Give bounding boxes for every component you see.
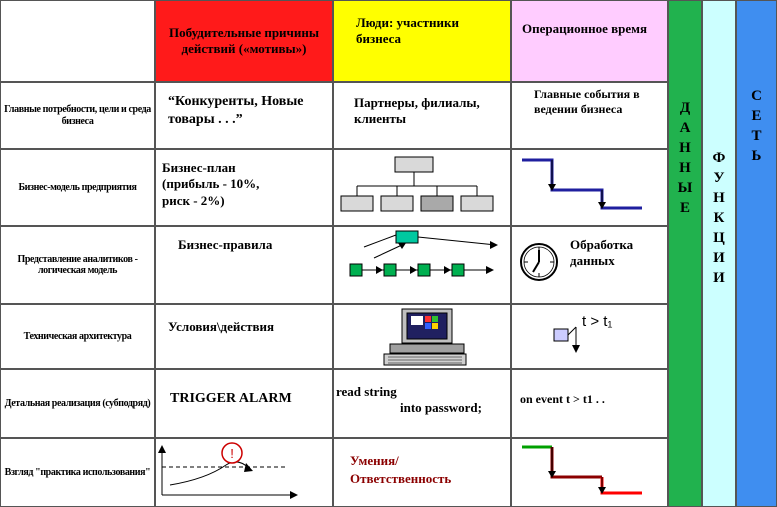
org-chart-diagram <box>340 156 494 212</box>
time-condition-text: t > t₁ <box>582 313 613 330</box>
functions-letter: Ц <box>713 229 725 246</box>
cell-business-model-people <box>333 149 511 226</box>
into-password-text: into password; <box>400 400 482 415</box>
data-letter: Е <box>679 199 690 216</box>
functions-letter: И <box>713 269 725 286</box>
cell-scope-motivation: “Конкуренты, Новые товары . . .” <box>155 82 333 149</box>
org-root-box <box>394 156 434 173</box>
timeline-diagram-colored <box>522 445 642 495</box>
network-letter: Ь <box>751 147 762 164</box>
cell-detailed-time: on event t > t1 . . <box>511 369 668 438</box>
data-letter: А <box>679 119 691 136</box>
data-letter: Ы <box>677 179 693 196</box>
cell-logical-motivation: Бизнес-правила <box>155 226 333 304</box>
on-event-text: on event t > t1 . . <box>520 392 605 406</box>
svg-text:!: ! <box>230 446 234 461</box>
trigger-alarm-text: TRIGGER ALARM <box>170 391 292 406</box>
data-letter: Н <box>679 159 691 176</box>
row-header-logical-model: Представление аналитиков - логическая мо… <box>0 226 155 304</box>
cell-tech-time: t > t₁ <box>511 304 668 369</box>
conditions-actions-text: Условия\действия <box>168 319 275 334</box>
row-header-business-model-label: Бизнес-модель предприятия <box>18 181 137 193</box>
functions-letter: К <box>713 209 725 226</box>
workflow-node <box>383 263 397 277</box>
cell-practice-motivation: ! <box>155 438 333 507</box>
column-header-time: Операционное время <box>511 0 668 82</box>
business-rules-text: Бизнес-правила <box>178 237 273 252</box>
read-string-text: read string <box>336 384 397 399</box>
scope-time-text: Главные события в ведении бизнеса <box>534 87 640 116</box>
network-letter: С <box>751 88 762 104</box>
cell-business-model-time <box>511 149 668 226</box>
scope-people-text: Партнеры, филиалы, клиенты <box>354 95 480 127</box>
row-header-tech-arch-label: Техническая архитектура <box>23 330 132 342</box>
cell-business-model-motivation: Бизнес-план (прибыль - 10%, риск - 2%) <box>155 149 333 226</box>
row-header-practice: Взгляд "практика использования" <box>0 438 155 507</box>
workflow-node <box>417 263 431 277</box>
functions-letter: Ф <box>712 150 726 166</box>
row-header-practice-label: Взгляд "практика использования" <box>4 466 151 478</box>
skills-text: Умения/ <box>350 453 399 468</box>
corner-cell <box>0 0 155 82</box>
cell-logical-people <box>333 226 511 304</box>
functions-letter: Н <box>713 189 725 206</box>
cell-practice-people: Умения/ Ответственность <box>333 438 511 507</box>
network-letter: Е <box>751 107 762 124</box>
data-letter: Н <box>679 139 691 156</box>
alert-icon <box>221 442 243 464</box>
org-child-box <box>420 195 454 212</box>
data-column: Д А Н Н Ы Е <box>668 0 702 507</box>
trigger-diagram <box>553 326 580 353</box>
row-header-tech-arch: Техническая архитектура <box>0 304 155 369</box>
cell-tech-people <box>333 304 511 369</box>
workflow-diagram <box>349 230 498 277</box>
functions-letter: У <box>713 169 725 186</box>
responsibility-text: Ответственность <box>350 471 452 486</box>
workflow-top-box <box>395 230 419 244</box>
org-child-box <box>380 195 414 212</box>
timeline-diagram-navy <box>522 158 642 210</box>
cell-detailed-people: read string into password; <box>333 369 511 438</box>
business-plan-text: Бизнес-план (прибыль - 10%, риск - 2%) <box>162 160 260 208</box>
scope-motivation-text: “Конкуренты, Новые товары . . .” <box>168 94 304 127</box>
row-header-detailed: Детальная реализация (субподряд) <box>0 369 155 438</box>
data-letter: Д <box>679 100 691 116</box>
column-header-motivation: Побудительные причины действий («мотивы»… <box>155 0 333 82</box>
cell-practice-time <box>511 438 668 507</box>
functions-column: Ф У Н К Ц И И <box>702 0 736 507</box>
row-header-logical-model-label: Представление аналитиков - логическая мо… <box>17 253 138 277</box>
computer-icon <box>383 308 467 366</box>
threshold-chart-diagram: ! <box>158 442 298 499</box>
network-column: С Е Т Ь <box>736 0 777 507</box>
cell-scope-people: Партнеры, филиалы, клиенты <box>333 82 511 149</box>
column-header-people: Люди: участники бизнеса <box>333 0 511 82</box>
column-header-motivation-label: Побудительные причины действий («мотивы»… <box>168 25 320 56</box>
workflow-node <box>349 263 363 277</box>
row-header-detailed-label: Детальная реализация (субподряд) <box>4 397 151 409</box>
network-letter: Т <box>751 127 762 144</box>
workflow-node <box>451 263 465 277</box>
column-header-people-label: Люди: участники бизнеса <box>356 15 459 46</box>
org-child-box <box>460 195 494 212</box>
column-header-time-label: Операционное время <box>522 21 647 36</box>
cell-tech-motivation: Условия\действия <box>155 304 333 369</box>
org-child-box <box>340 195 374 212</box>
functions-letter: И <box>713 249 725 266</box>
cell-scope-time: Главные события в ведении бизнеса <box>511 82 668 149</box>
row-header-business-model: Бизнес-модель предприятия <box>0 149 155 226</box>
data-processing-text: Обработка данных <box>570 237 634 269</box>
row-header-scope-label: Главные потребности, цели и среда бизнес… <box>4 104 151 127</box>
row-header-scope: Главные потребности, цели и среда бизнес… <box>0 82 155 149</box>
cell-logical-time: Обработка данных <box>511 226 668 304</box>
clock-icon <box>520 243 558 281</box>
cell-detailed-motivation: TRIGGER ALARM <box>155 369 333 438</box>
